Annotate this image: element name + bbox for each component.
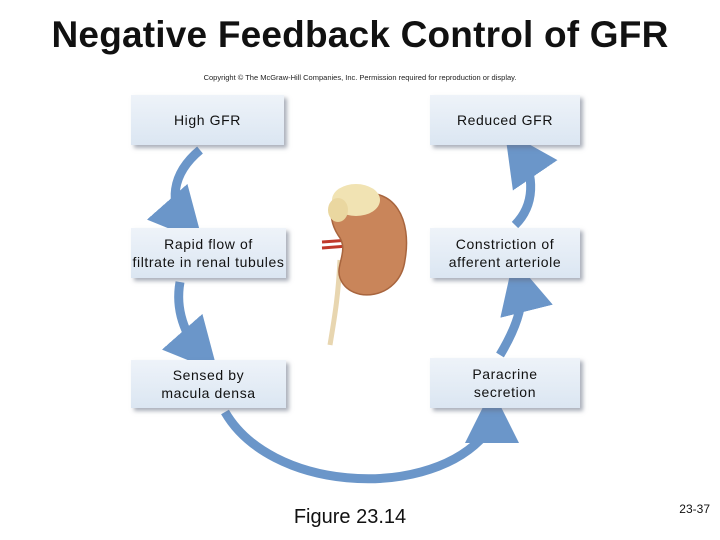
arrow-constriction-to-reduced [504,130,558,229]
copyright-notice: Copyright © The McGraw-Hill Companies, I… [203,73,517,82]
arrow-paracrine-to-constriction [496,258,553,358]
arrow-high-to-rapid [146,146,203,243]
sensed-label-line1: Sensed by [172,367,245,383]
reduced-gfr-label: Reduced GFR [456,112,554,128]
sensed-box: Sensed by macula densa [131,360,286,408]
sensed-label-line2: macula densa [161,385,256,401]
rapid-flow-box: Rapid flow of filtrate in renal tubules [131,228,286,278]
arrow-sensed-to-paracrine [221,389,519,484]
rapid-flow-label-line2: filtrate in renal tubules [132,254,285,270]
kidney-illustration [321,184,408,346]
paracrine-label-line2: secretion [473,384,537,400]
paracrine-label-line1: Paracrine [472,366,538,382]
constriction-label-line2: afferent arteriole [448,254,562,270]
page-title: Negative Feedback Control of GFR [51,14,669,55]
high-gfr-label: High GFR [173,112,242,128]
reduced-gfr-box: Reduced GFR [430,95,580,145]
page-number: 23-37 [679,502,710,516]
high-gfr-box: High GFR [131,95,284,145]
rapid-flow-label-line1: Rapid flow of [164,236,253,252]
constriction-box: Constriction of afferent arteriole [430,228,580,278]
constriction-label-line1: Constriction of [455,236,555,252]
paracrine-box: Paracrine secretion [430,358,580,408]
figure-caption: Figure 23.14 [293,506,407,528]
arrow-rapid-to-sensed [161,281,218,373]
